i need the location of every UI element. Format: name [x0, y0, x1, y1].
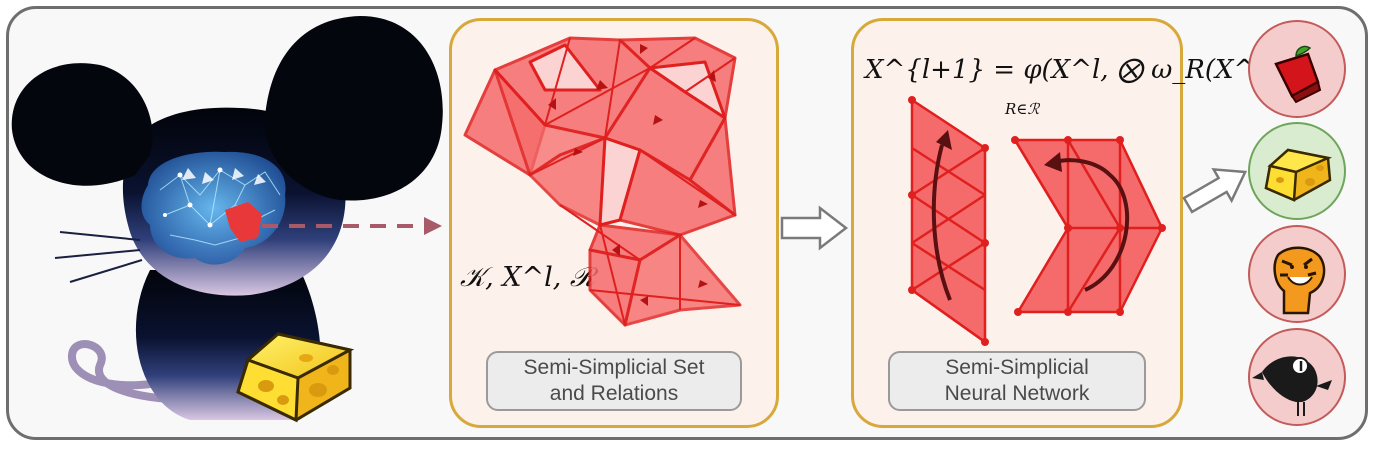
network-strip-nodes — [908, 96, 989, 346]
caption-line-1: Semi-Simplicial — [945, 356, 1089, 379]
set-notation: 𝒦, X^l, ℛ — [460, 262, 596, 293]
hollow-arrow-1 — [780, 205, 849, 251]
update-formula-subscript: R∈ℛ — [1005, 100, 1040, 118]
caption-line-2: Neural Network — [944, 382, 1090, 405]
caption-line-2: and Relations — [549, 382, 679, 405]
output-tiger — [1248, 225, 1346, 323]
mouse-left-ear — [11, 63, 153, 186]
mouse-right-ear — [264, 16, 443, 201]
curved-arrow-left — [931, 144, 952, 301]
edge-arrowheads — [548, 44, 716, 306]
brain-region-highlight — [225, 202, 262, 242]
cheese-icon — [1264, 148, 1333, 202]
update-formula: X^{l+1} = φ(X^l, ⨂ ω_R(X^l)) — [865, 55, 1284, 85]
hollow-arrow-2 — [1182, 167, 1248, 214]
network-chevron-nodes — [1011, 136, 1166, 316]
simplicial-complex — [463, 36, 742, 327]
caption-box-network: Semi-Simplicial Neural Network — [888, 351, 1146, 411]
output-cheese — [1248, 122, 1346, 220]
output-bird — [1248, 328, 1346, 426]
tiger-icon — [1273, 246, 1326, 315]
output-apple — [1248, 20, 1346, 118]
mouse-tail — [68, 340, 204, 404]
caption-box-set: Semi-Simplicial Set and Relations — [486, 351, 742, 411]
simplex-edges — [529, 37, 741, 326]
mouse-whiskers — [54, 231, 143, 283]
caption-line-1: Semi-Simplicial Set — [523, 356, 705, 379]
network-strip — [910, 98, 987, 344]
apple-icon — [1274, 45, 1322, 104]
bird-icon — [1252, 356, 1332, 416]
curved-arrow-right — [1054, 158, 1130, 292]
cheese-icon — [236, 332, 355, 423]
